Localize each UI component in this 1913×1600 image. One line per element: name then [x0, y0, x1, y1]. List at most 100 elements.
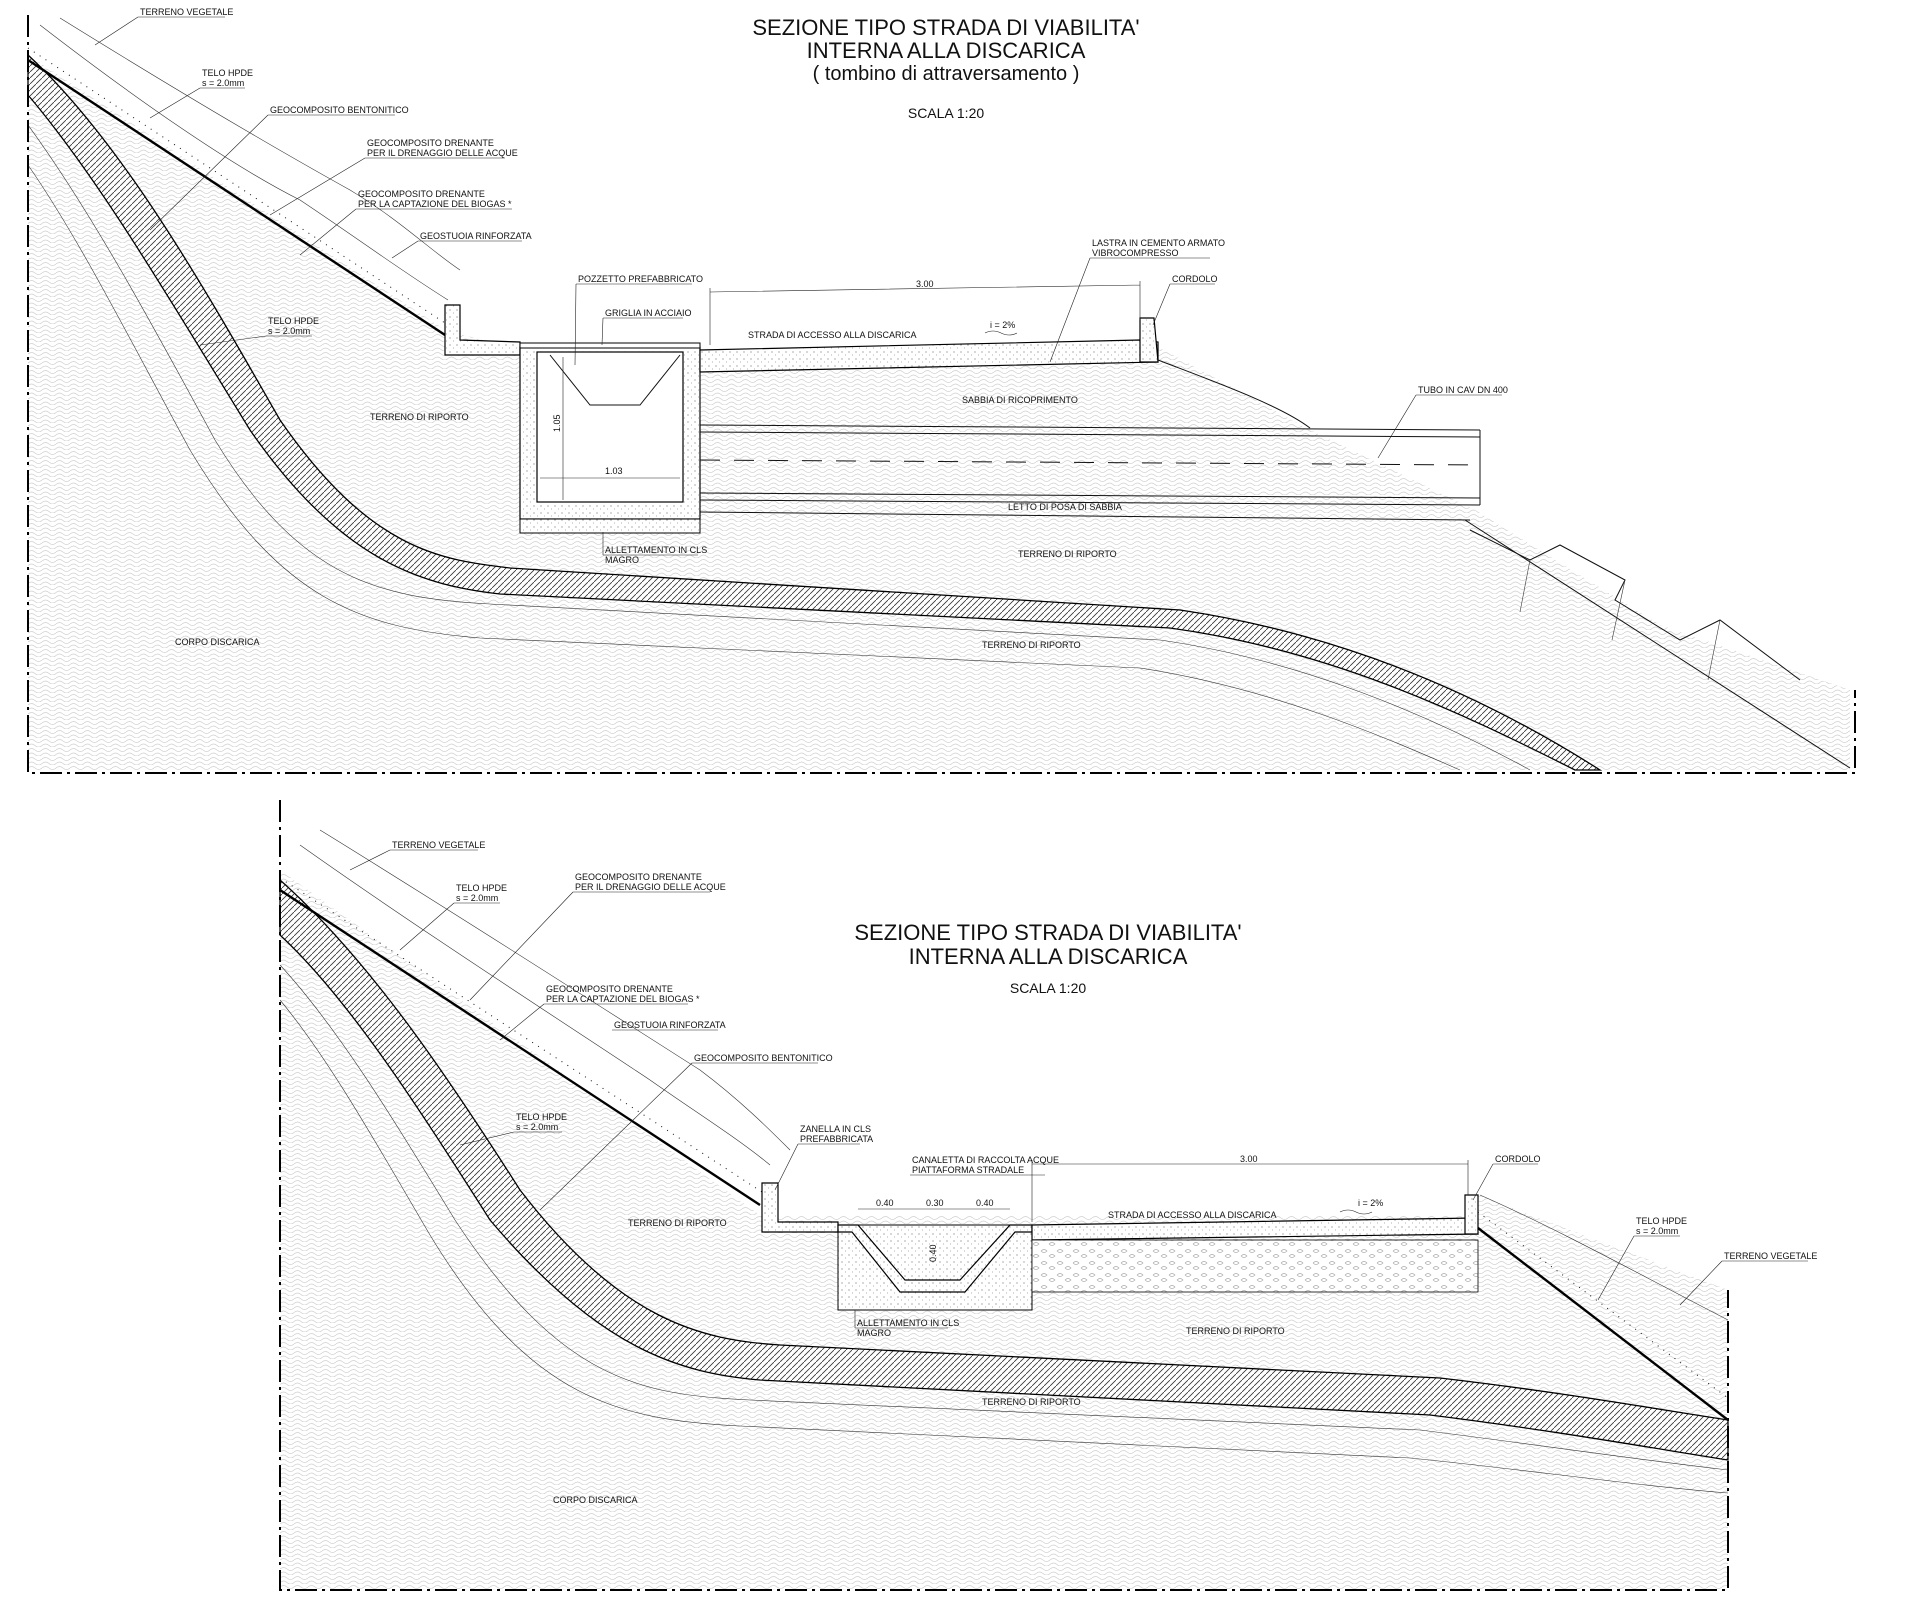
top-lbl-telo-b: TELO HPDE: [268, 316, 319, 326]
bottom-zanella: [761, 1182, 839, 1233]
bottom-slope-arrow: [1339, 1209, 1373, 1215]
bottom-scale: SCALA 1:20: [1010, 980, 1086, 996]
top-title-2: INTERNA ALLA DISCARICA: [807, 38, 1086, 63]
top-tube-top2: [699, 431, 1481, 438]
bottom-slope-main: [279, 888, 761, 1207]
top-lbl-tubo: TUBO IN CAV DN 400: [1418, 385, 1508, 395]
bottom-leader-13: [1679, 1260, 1808, 1306]
top-leader-5: [299, 208, 512, 256]
top-lbl-sabbia: SABBIA DI RICOPRIMENTO: [962, 395, 1078, 405]
top-lbl-telo-a: TELO HPDE: [202, 68, 253, 78]
bottom-lbl-riporto-2: TERRENO DI RIPORTO: [1186, 1326, 1285, 1336]
top-allettamento: [519, 518, 701, 534]
top-dim-road: 3.00: [916, 279, 934, 289]
top-lbl-geostuoia: GEOSTUOIA RINFORZATA: [420, 231, 532, 241]
bottom-dim-2: 0.30: [926, 1198, 944, 1208]
top-liner-lower2: [27, 164, 1461, 771]
bottom-lbl-geodren-a2: PER IL DRENAGGIO DELLE ACQUE: [575, 882, 726, 892]
bottom-leader-3: [469, 891, 710, 1001]
bottom-lbl-veg-l: TERRENO VEGETALE: [392, 840, 485, 850]
top-lbl-cordolo: CORDOLO: [1172, 274, 1218, 284]
bottom-lbl-telo-a: TELO HPDE: [456, 883, 507, 893]
bottom-lbl-telo-b-s: s = 2.0mm: [516, 1122, 558, 1132]
top-section: 3.00 1.05 1.03 SEZIONE TIPO STRADA DI VI…: [27, 7, 1856, 774]
bottom-dim-depth: 0.40: [928, 1244, 938, 1262]
top-leader-4: [269, 157, 505, 216]
bottom-lbl-riporto-3: TERRENO DI RIPORTO: [982, 1397, 1081, 1407]
top-leader-7: [199, 335, 312, 346]
bottom-lbl-telo-r: TELO HPDE: [1636, 1216, 1687, 1226]
top-lbl-bentonitico: GEOCOMPOSITO BENTONITICO: [270, 105, 409, 115]
bottom-section: 3.00 0.40 0.30 0.40 0.40 SEZIONE TIPO ST…: [279, 800, 1817, 1591]
bottom-leader-7: [459, 1131, 562, 1146]
bottom-lbl-cordolo: CORDOLO: [1495, 1154, 1541, 1164]
bottom-title-2: INTERNA ALLA DISCARICA: [909, 944, 1188, 969]
bottom-lbl-zanella-1: ZANELLA IN CLS: [800, 1124, 871, 1134]
top-tube-bot2: [699, 499, 1481, 506]
bottom-lbl-canaletta-1: CANALETTA DI RACCOLTA ACQUE: [912, 1155, 1059, 1165]
top-tube-top: [699, 424, 1481, 431]
top-curb-left: [444, 304, 521, 356]
top-road: [699, 339, 1159, 373]
top-lbl-griglia: GRIGLIA IN ACCIAIO: [605, 308, 692, 318]
bottom-road-base: [1031, 1239, 1479, 1293]
top-leader-3: [149, 114, 395, 231]
bottom-canaletta-bed: [837, 1224, 1033, 1311]
bottom-lbl-allett-1: ALLETTAMENTO IN CLS: [857, 1318, 959, 1328]
bottom-slope-veg: [319, 829, 791, 1151]
bottom-lbl-allett-2: MAGRO: [857, 1328, 891, 1338]
bottom-dim-road-line: [1031, 1160, 1469, 1222]
top-leader-6: [391, 240, 522, 259]
top-scale: SCALA 1:20: [908, 105, 984, 121]
bottom-dim-3: 0.40: [976, 1198, 994, 1208]
top-lbl-allett-1: ALLETTAMENTO IN CLS: [605, 545, 707, 555]
bottom-lbl-bentonitico: GEOCOMPOSITO BENTONITICO: [694, 1053, 833, 1063]
bottom-right-dots: [1477, 1211, 1729, 1399]
top-tube-axis: [699, 459, 1481, 466]
bottom-lbl-corpo: CORPO DISCARICA: [553, 1495, 638, 1505]
top-right-slope2: [1469, 529, 1801, 681]
top-lbl-letto: LETTO DI POSA DI SABBIA: [1008, 502, 1122, 512]
bottom-lbl-pendenza: i = 2%: [1358, 1198, 1383, 1208]
top-leader-8: [574, 283, 692, 366]
top-lbl-lastra-1: LASTRA IN CEMENTO ARMATO: [1092, 238, 1225, 248]
top-leader-11: [1152, 283, 1215, 326]
bottom-right-veg: [1479, 1194, 1729, 1321]
top-lbl-riporto-2: TERRENO DI RIPORTO: [1018, 549, 1117, 559]
bottom-leader-2: [399, 902, 500, 951]
bottom-lbl-telo-a-s: s = 2.0mm: [456, 893, 498, 903]
top-slope-arrow: [984, 330, 1018, 336]
bottom-lbl-veg-r: TERRENO VEGETALE: [1724, 1251, 1817, 1261]
top-lbl-geodren-a1: GEOCOMPOSITO DRENANTE: [367, 138, 494, 148]
top-letto: [699, 511, 1471, 521]
top-curb-right: [1139, 317, 1159, 363]
top-leader-9: [601, 317, 683, 346]
bottom-leader-4: [499, 1003, 688, 1041]
bottom-lbl-telo-r-s: s = 2.0mm: [1636, 1226, 1678, 1236]
top-leader-10: [1049, 257, 1210, 363]
top-leader-13: [602, 532, 698, 556]
top-lbl-geodren-b1: GEOCOMPOSITO DRENANTE: [358, 189, 485, 199]
bottom-right-slope: [1477, 1227, 1729, 1421]
bottom-lbl-geodren-b2: PER LA CAPTAZIONE DEL BIOGAS *: [546, 994, 700, 1004]
top-lbl-pendenza: i = 2%: [990, 320, 1015, 330]
top-slope-main: [27, 58, 446, 337]
top-pozzetto-inner: [536, 351, 684, 503]
top-lbl-allett-2: MAGRO: [605, 555, 639, 565]
top-lbl-geodren-b2: PER LA CAPTAZIONE DEL BIOGAS *: [358, 199, 512, 209]
bottom-dim-1: 0.40: [876, 1198, 894, 1208]
top-pozzetto-v: [549, 354, 681, 406]
top-dim-road-line: [709, 281, 1141, 345]
top-lbl-riporto-1: TERRENO DI RIPORTO: [370, 412, 469, 422]
top-right-pins: [1519, 559, 1721, 681]
top-lbl-pozzetto: POZZETTO PREFABBRICATO: [578, 274, 703, 284]
bottom-slope-dots: [279, 877, 763, 1193]
bottom-lbl-riporto-1: TERRENO DI RIPORTO: [628, 1218, 727, 1228]
bottom-lbl-zanella-2: PREFABBRICATA: [800, 1134, 873, 1144]
bottom-lbl-geostuoia: GEOSTUOIA RINFORZATA: [614, 1020, 726, 1030]
top-leader-12: [1377, 394, 1502, 459]
bottom-lbl-geodren-b1: GEOCOMPOSITO DRENANTE: [546, 984, 673, 994]
top-dim-w: 1.03: [605, 466, 623, 476]
bottom-lbl-telo-b: TELO HPDE: [516, 1112, 567, 1122]
